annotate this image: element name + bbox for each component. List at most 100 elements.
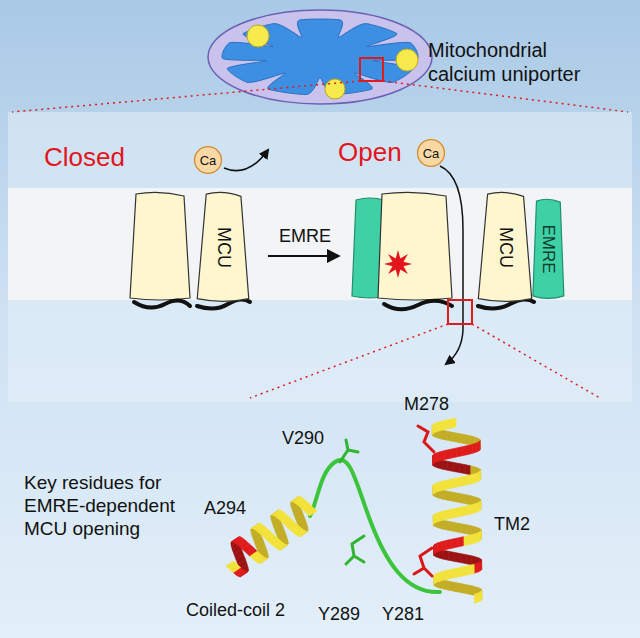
- zoom-box: [360, 58, 383, 81]
- helix-ribbon: [461, 554, 467, 564]
- membrane: [8, 188, 632, 300]
- helix-ribbon: [477, 502, 480, 512]
- coiled-coil: [384, 301, 452, 310]
- helix-ribbon: [469, 534, 474, 544]
- helix-ribbon: [460, 524, 466, 534]
- mcu-half: [378, 192, 452, 300]
- helix-ribbon: [446, 509, 452, 519]
- helix-ribbon: [457, 507, 463, 517]
- zoom-line: [250, 324, 448, 398]
- helix-ribbon: [440, 451, 445, 461]
- helix-ribbon: [474, 533, 478, 543]
- helix-ribbon: [449, 581, 455, 591]
- zoom-line: [383, 81, 628, 112]
- helix-ribbon: [468, 444, 473, 454]
- helix-ribbon: [455, 552, 461, 562]
- helix-ribbon: [474, 563, 478, 573]
- helix-ribbon: [239, 572, 248, 577]
- helix-ribbon: [435, 543, 438, 553]
- helix-ribbon: [441, 511, 446, 521]
- zoom-panel: [8, 112, 632, 402]
- helix-ribbon: [447, 431, 453, 441]
- helix-ribbon: [465, 435, 470, 445]
- helix-ribbon: [444, 580, 449, 590]
- helix-ribbon: [468, 474, 473, 484]
- helix-ribbon: [434, 574, 435, 584]
- helix-ribbon: [433, 454, 434, 464]
- mcu-subunit: MCU: [476, 192, 534, 302]
- helix-ribbon: [460, 464, 466, 474]
- node-label: Ca: [200, 153, 217, 168]
- helix-ribbon: [456, 447, 462, 457]
- helix-ribbon: [432, 424, 433, 434]
- helix-ribbon: [461, 584, 467, 594]
- mitochondrion: [208, 10, 432, 104]
- helix-ribbon: [441, 571, 446, 581]
- helix-ribbon: [451, 508, 457, 518]
- residue-label: V290: [282, 428, 342, 450]
- helix-ribbon: [478, 592, 481, 602]
- helix-ribbon: [448, 491, 454, 501]
- helix-ribbon: [452, 568, 458, 578]
- helix-ribbon: [445, 479, 451, 489]
- calcium-ion: Ca: [194, 146, 222, 174]
- helix-ribbon: [466, 525, 471, 535]
- emre-arrow: [268, 255, 338, 257]
- helix-ribbon: [433, 484, 434, 494]
- helix-ribbon: [462, 446, 468, 456]
- zoom-line: [472, 324, 600, 398]
- helix-ribbon: [440, 481, 445, 491]
- helix-ribbon: [279, 545, 288, 550]
- node-label: MCU: [495, 227, 516, 268]
- helix-ribbon: [448, 521, 454, 531]
- residue-sticks: [340, 426, 434, 576]
- zoom-line: [12, 81, 360, 112]
- red-star: [384, 250, 412, 278]
- helix-ribbon: [464, 566, 470, 576]
- state-label: Closed: [44, 142, 154, 173]
- helix-ribbon: [469, 564, 474, 574]
- helix-ribbon: [441, 541, 446, 551]
- node-label: EMRE: [538, 224, 558, 273]
- helix-ribbon: [454, 462, 460, 472]
- helix-ribbon: [448, 461, 454, 471]
- helix-ribbon: [458, 567, 464, 577]
- helix-ribbon: [433, 514, 434, 524]
- ca-arrow: [224, 150, 268, 171]
- helix-ribbon: [455, 582, 461, 592]
- residue-label: Y281: [382, 604, 442, 626]
- helix-ribbon: [457, 537, 463, 547]
- coiled-coil: [134, 300, 190, 307]
- helix-ribbon: [478, 532, 481, 542]
- helix-ribbon: [434, 483, 437, 493]
- helix-ribbon: [453, 432, 459, 442]
- helix-ribbon: [443, 550, 448, 560]
- title-label: Mitochondrial calcium uniporter: [428, 38, 610, 86]
- helix-ribbon: [451, 478, 457, 488]
- helix-ribbon: [445, 419, 451, 429]
- emre-subunit: EMRE: [530, 198, 566, 300]
- mcu-subunit: MCU: [195, 192, 251, 302]
- helix-ribbon: [306, 507, 317, 516]
- helix-ribbon: [259, 558, 268, 563]
- helix-ribbon: [473, 473, 477, 483]
- helix-ribbon: [469, 504, 474, 514]
- helix-ribbon: [454, 522, 460, 532]
- helix-label: Coiled-coil 2: [186, 600, 316, 622]
- helix-ribbon: [451, 538, 457, 548]
- helix-ribbon: [478, 562, 481, 572]
- zoom-box: [448, 300, 472, 324]
- helix-ribbon: [450, 418, 456, 428]
- helix-ribbon: [443, 520, 448, 530]
- residue-label: A294: [204, 498, 264, 520]
- ca-arrow: [440, 166, 463, 364]
- helix: [231, 426, 482, 600]
- residue-label: M278: [404, 394, 464, 416]
- helix-ribbon: [437, 482, 441, 492]
- helix-ribbon: [436, 422, 440, 432]
- helix-ribbon: [454, 492, 460, 502]
- residue-label: Y289: [318, 604, 378, 626]
- helix-ribbon: [442, 460, 447, 470]
- helix-ribbon: [434, 513, 437, 523]
